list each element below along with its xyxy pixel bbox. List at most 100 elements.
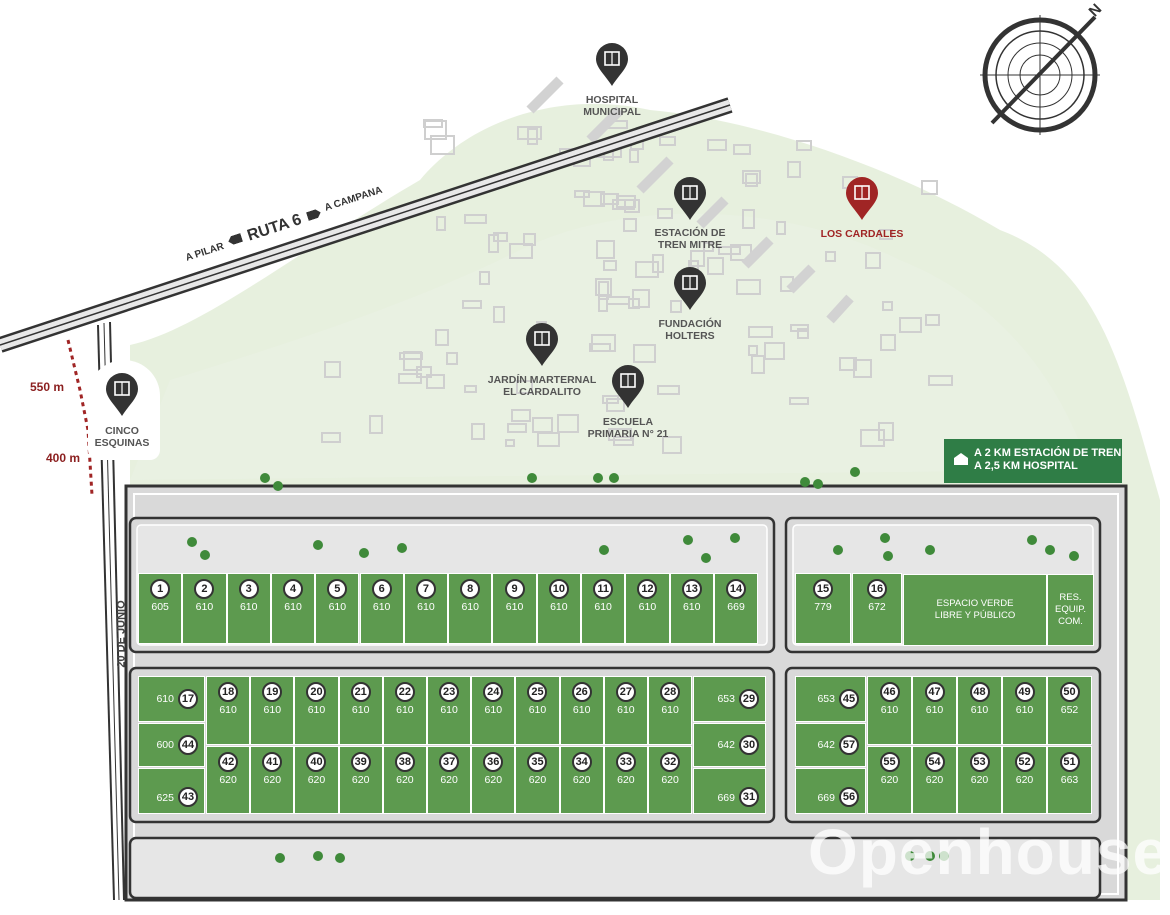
cinco-pin[interactable] xyxy=(104,372,140,416)
holters-pin[interactable] xyxy=(672,266,708,310)
urban-block xyxy=(598,281,609,300)
lot-number: 25 xyxy=(527,682,548,702)
lot-number: 53 xyxy=(969,752,990,772)
lot-number: 22 xyxy=(394,682,415,702)
urban-block xyxy=(606,398,625,412)
urban-block xyxy=(707,139,727,151)
lot-number: 36 xyxy=(483,752,504,772)
cardales-pin[interactable] xyxy=(844,176,880,220)
lot-area: 669 xyxy=(727,601,745,613)
urban-block xyxy=(865,252,881,269)
tree xyxy=(925,851,935,861)
info-box: A 2 KM ESTACIÓN DE TREN A 2,5 KM HOSPITA… xyxy=(944,439,1122,483)
lot-number: 50 xyxy=(1059,682,1080,702)
escuela-pin[interactable] xyxy=(610,364,646,408)
urban-block xyxy=(596,240,615,259)
town-icon xyxy=(846,177,878,220)
ruta-6-road xyxy=(0,97,733,353)
lot-area: 610 xyxy=(461,601,479,613)
tree xyxy=(335,853,345,863)
lot-area: 642 xyxy=(717,739,735,751)
lot-number: 57 xyxy=(839,735,859,755)
espacio-verde[interactable]: ESPACIO VERDE LIBRE Y PÚBLICO xyxy=(903,574,1047,646)
lot-number: 35 xyxy=(527,752,548,772)
estacion-pin[interactable] xyxy=(672,176,708,220)
lot-number: 13 xyxy=(681,579,702,599)
tree xyxy=(833,545,843,555)
lot-number: 37 xyxy=(439,752,460,772)
urban-block xyxy=(796,140,812,151)
lot-area: 610 xyxy=(284,601,302,613)
lot-number: 16 xyxy=(867,579,887,599)
urban-block xyxy=(464,385,477,393)
lot-area: 610 xyxy=(528,704,547,716)
jardin-pin[interactable] xyxy=(524,322,560,366)
tree xyxy=(527,473,537,483)
lot-number: 18 xyxy=(218,682,239,702)
urban-block xyxy=(742,209,755,229)
tree xyxy=(1045,545,1055,555)
reserva-equipamiento[interactable]: RES. EQUIP. COM. xyxy=(1047,574,1094,646)
lot-number: 10 xyxy=(548,579,569,599)
hospital-pin[interactable] xyxy=(594,42,630,86)
urban-block xyxy=(736,279,761,295)
